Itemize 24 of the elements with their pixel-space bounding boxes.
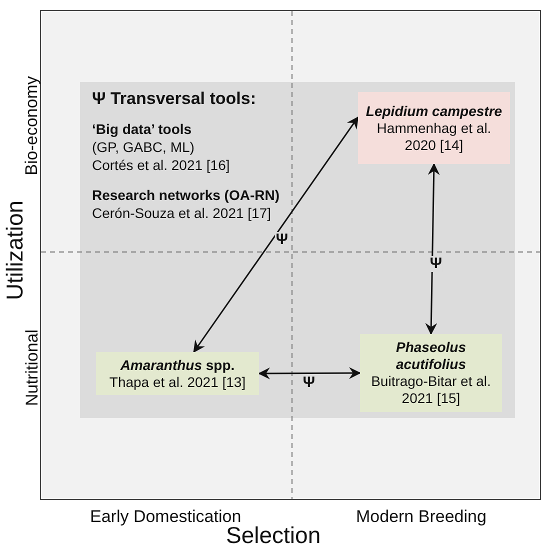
panel-text: Research networks (OA-RN) [92,186,280,204]
species-box [360,334,502,412]
edge-label: Ψ [428,256,444,272]
reference-text: Thapa et al. 2021 [13] [109,374,246,390]
panel-background [80,82,515,418]
axis-category-label: Nutritional [21,330,42,406]
species-name: Amaranthus spp. [120,356,235,374]
panel-text: ‘Big data’ tools [92,120,192,138]
species-box [96,352,259,395]
panel-heading: Ψ Transversal tools: [92,90,256,108]
double-arrow [425,163,440,335]
species-box [358,92,510,164]
panel-text: (GP, GABC, ML) [92,138,194,156]
species-name: Phaseolus acutifolius [394,339,468,373]
double-arrow [193,116,359,353]
panel-text: Cerón-Souza et al. 2021 [17] [92,204,272,222]
axis-category-label: Bio-economy [21,76,42,176]
reference-text: Buitrago-Bitar et al. 2021 [15] [370,373,492,407]
axis-title: Utilization [0,200,29,300]
panel-text: Cortés et al. 2021 [16] [92,156,230,174]
reference-text: Hammenhag et al. 2020 [14] [376,120,492,154]
axis-category-label: Modern Breeding [356,506,486,528]
species-name: Lepidium campestre [366,102,502,120]
double-arrow [258,367,361,380]
